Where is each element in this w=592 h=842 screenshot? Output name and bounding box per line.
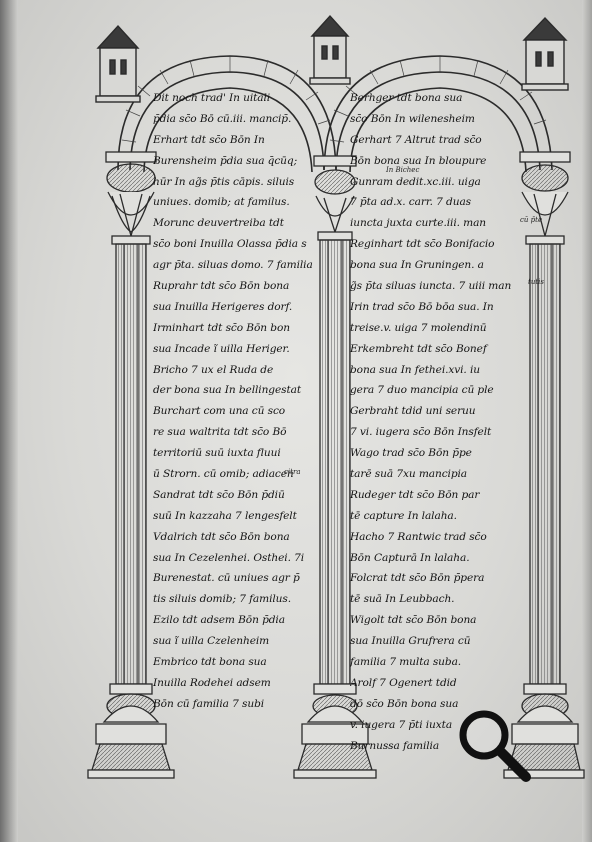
manuscript-line: tē suā In Leubbach. [350,593,455,606]
manuscript-line: sua Inuilla Grufrera cū [350,635,471,648]
tower-left [95,24,141,103]
manuscript-line: territoriū suū iuxta fluui [153,447,281,460]
magnifier-icon[interactable] [452,703,534,785]
capital-right [519,151,571,245]
manuscript-line: hūr In ag̃s p̄tis cāpis. siluis [153,175,295,188]
manuscript-line: Berhger tdt bona sua [350,92,463,104]
tower-right [521,16,569,91]
manuscript-line: Embrico tdt bona sua [153,656,267,669]
binding-gutter [0,0,18,842]
gloss-cum-pte: cū p̄te [520,216,543,224]
manuscript-line: Morunc deuvertreiba tdt [153,217,284,230]
manuscript-line: 7 vi. iugera sc̄o Bōn Insfelt [350,426,492,439]
manuscript-line: familia 7 multa suba. [350,656,462,669]
manuscript-line: sua In Cezelenhei. Osthei. 7i [153,551,305,564]
column-shafts [115,239,561,685]
manuscript-line: Erhart tdt sc̄o Bōn In [153,133,265,146]
gloss-tutis: tutis [528,278,544,286]
manuscript-line: Bōn bona sua In bloupure [350,154,487,167]
manuscript-line: Bōn Capturā In lalaha. [350,551,470,564]
manuscript-line: ū Strorn. cū omib; adiacen [153,468,294,481]
manuscript-line: re sua waltrita tdt sc̄o Bō [153,426,287,439]
manuscript-line: Erkembreht tdt sc̄o Bonef [350,342,487,355]
manuscript-line: sua Incade ĩ uilla Heriger. [153,342,290,355]
manuscript-line: Burnussa familia [350,739,440,752]
left-text-column: Dit noch trad' In uitali p̄dia sc̄o Bō cū… [153,88,325,715]
manuscript-line: bona sua In fethei.xvi. iu [350,363,480,376]
manuscript-line: Folcrat tdt sc̄o Bōn p̄pera [350,572,485,585]
manuscript-line: Wigolt tdt sc̄o Bōn bona [350,614,477,627]
manuscript-line: Gerhart 7 Altrut trad sc̄o [350,133,482,146]
manuscript-line: der bona sua In bellingestat [153,384,302,397]
manuscript-line: Dit noch trad' In uitali [153,92,271,104]
manuscript-line: tis siluis domib; 7 familus. [153,593,291,606]
manuscript-line: iuncta juxta curte.iii. man [350,217,487,230]
manuscript-line: Reginhart tdt sc̄o Bonifacio [350,238,495,251]
manuscript-line: sc̄o boni Inuilla Olassa p̄dia s [153,238,307,251]
manuscript-line: sua Inuilla Herigeres dorf. [153,300,293,313]
manuscript-line: suū In kazzaha 7 lengesfelt [153,509,297,522]
gloss-in-bicher: In Bichec [386,166,420,174]
right-text-column: Berhger tdt bona sua sc̄o Bōn In wilenesh… [350,88,522,757]
manuscript-line: Wago trad sc̄o Bōn p̄pe [350,447,472,460]
manuscript-line: Burchart com una cū sco [153,405,286,418]
manuscript-line: Irminhart tdt sc̄o Bōn bon [153,321,290,334]
gloss-citra: citra [284,468,301,476]
manuscript-line: dō sc̄o Bōn bona sua [350,697,459,710]
manuscript-line: Ruprahr tdt sc̄o Bōn bona [153,280,290,293]
manuscript-line: Rudeger tdt sc̄o Bōn par [350,488,480,501]
base-center [293,683,377,779]
base-right [503,683,585,779]
manuscript-line: treise.v. uiga 7 molendinū [350,321,487,334]
manuscript-line: Sandrat tdt sc̄o Bōn p̄diū [153,488,285,501]
manuscript-line: uniues. domib; at familus. [153,196,290,209]
capital-left [105,151,157,245]
manuscript-line: Vdalrich tdt sc̄o Bōn bona [153,530,290,543]
manuscript-line: tē capture In lalaha. [350,509,457,522]
page-edge [582,0,592,842]
manuscript-line: Burensheim p̄dia sua q̄cūq; [153,154,298,167]
manuscript-line: sc̄o Bōn In wilenesheim [350,112,475,125]
manuscript-line: bona sua In Gruningen. a [350,259,484,272]
manuscript-line: Bricho 7 ux el Ruda de [153,363,274,376]
manuscript-line: g̃s p̄ta siluas iuncta. 7 uiii man [350,280,512,293]
tower-center [309,14,351,85]
manuscript-line: agr p̄ta. siluas domo. 7 familia [153,259,313,272]
manuscript-line: Bōn cū familia 7 subi [153,697,265,710]
manuscript-line: Inuilla Rodehei adsem [153,676,271,689]
manuscript-line: p̄dia sc̄o Bō cū.iii. mancip̄. [153,112,292,125]
manuscript-line: Gunram dedit.xc.iii. uiga [350,175,481,188]
manuscript-line: Hacho 7 Rantwic trad sc̄o [350,530,487,543]
base-left [87,683,175,779]
manuscript-line: Irin trad sc̄o Bō bōa sua. In [350,300,494,313]
manuscript-line: 7 p̄ta ad.x. carr. 7 duas [350,196,472,209]
manuscript-line: sua ĩ uilla Czelenheim [153,635,270,648]
manuscript-line: Gerbraht tdid uni seruu [350,405,476,418]
manuscript-line: Ezilo tdt adsem Bōn p̄dia [153,614,285,627]
manuscript-line: tarē suā 7xu mancipia [350,468,468,481]
capital-center [313,155,357,241]
manuscript-line: v. iugera 7 p̄ti iuxta [350,718,453,731]
manuscript-line: Burenestat. cū uniues agr p̄ [153,572,300,585]
manuscript-line: Arolf 7 Ogenert tdid [350,676,457,689]
manuscript-line: gera 7 duo mancipia cū ple [350,384,494,397]
